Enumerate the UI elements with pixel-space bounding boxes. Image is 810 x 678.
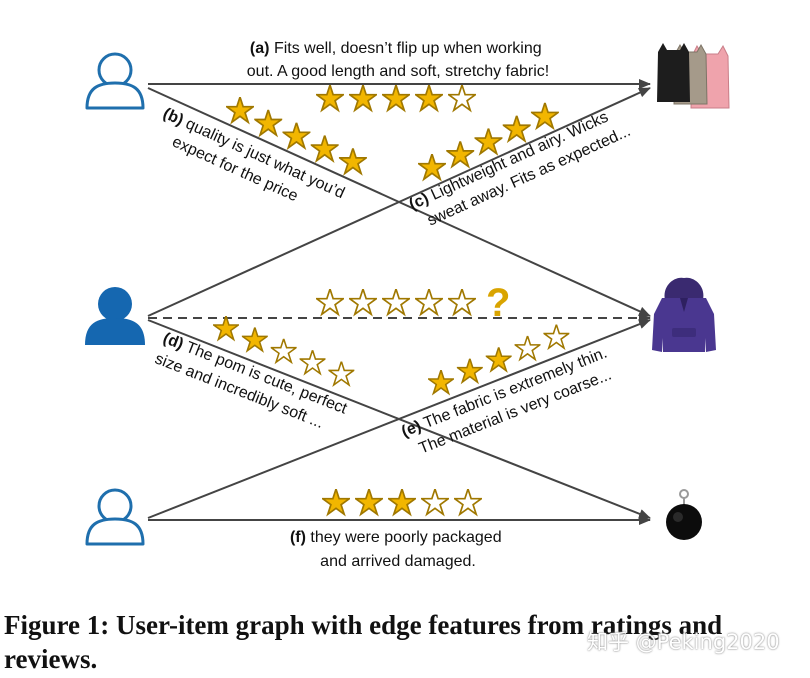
review-a-line1: Fits well, doesn’t flip up when working: [274, 40, 542, 57]
star-filled-icon: [383, 85, 410, 110]
user-outline-icon: [85, 488, 145, 546]
review-f-text: (f) they were poorly packaged and arrive…: [290, 529, 506, 570]
star-empty-icon: [455, 489, 482, 514]
review-e-label: (e): [399, 418, 423, 441]
star-filled-icon: [255, 110, 282, 135]
star-filled-icon: [311, 135, 338, 160]
rating-stars-unknown: [317, 289, 476, 314]
star-empty-icon: [449, 85, 476, 110]
star-filled-icon: [429, 370, 454, 394]
review-f-label: (f): [290, 529, 306, 546]
star-empty-icon: [300, 350, 325, 374]
star-filled-icon: [340, 148, 367, 173]
review-c-label: (c): [407, 190, 432, 214]
user-filled-icon: [85, 287, 145, 345]
star-filled-icon: [317, 85, 344, 110]
tank-tops-icon: [657, 43, 730, 109]
star-filled-icon: [242, 327, 267, 351]
review-a-line2: out. A good length and soft, stretchy fa…: [247, 63, 549, 80]
star-filled-icon: [416, 85, 443, 110]
review-b-text: (b) quality is just what you’d expect fo…: [151, 105, 351, 224]
star-empty-icon: [383, 289, 410, 314]
star-empty-icon: [271, 339, 296, 363]
review-f-line1: they were poorly packaged: [310, 529, 501, 546]
review-f-line2: and arrived damaged.: [320, 553, 476, 570]
star-filled-icon: [447, 141, 474, 166]
star-filled-icon: [227, 97, 254, 122]
star-filled-icon: [350, 85, 377, 110]
star-filled-icon: [457, 359, 482, 383]
star-empty-icon: [416, 289, 443, 314]
star-filled-icon: [389, 489, 416, 514]
star-empty-icon: [449, 289, 476, 314]
star-empty-icon: [329, 361, 354, 385]
star-empty-icon: [317, 289, 344, 314]
edge-user3-hoodie: [147, 319, 651, 519]
star-filled-icon: [283, 123, 310, 148]
rating-stars-f: [323, 489, 482, 514]
review-d-label: (d): [161, 330, 186, 353]
star-empty-icon: [350, 289, 377, 314]
rating-stars-b: [227, 97, 367, 174]
pom-keychain-icon: [666, 489, 702, 540]
hoodie-icon: [652, 277, 716, 352]
review-b-label: (b): [160, 105, 186, 129]
user-item-graph: (a) Fits well, doesn’t flip up when work…: [85, 40, 730, 570]
review-a-label: (a): [250, 40, 270, 57]
star-filled-icon: [532, 103, 559, 128]
figure-caption: Figure 1: User-item graph with edge feat…: [4, 610, 723, 674]
watermark-text: 知乎 @Peking2020: [587, 630, 780, 654]
star-empty-icon: [422, 489, 449, 514]
user-outline-icon: [85, 52, 145, 110]
rating-stars-a: [317, 85, 476, 110]
review-c-text: (c) Lightweight and airy. Wicks sweat aw…: [407, 103, 634, 234]
unknown-rating-question-mark: ?: [486, 281, 510, 325]
star-filled-icon: [486, 347, 511, 371]
edges: [147, 79, 651, 525]
star-filled-icon: [419, 154, 446, 179]
edge-user2-tanktops: [147, 87, 651, 317]
star-filled-icon: [356, 489, 383, 514]
star-filled-icon: [503, 116, 530, 141]
star-filled-icon: [323, 489, 350, 514]
star-filled-icon: [475, 128, 502, 153]
star-empty-icon: [544, 325, 569, 349]
star-filled-icon: [214, 316, 239, 340]
review-a-text: (a) Fits well, doesn’t flip up when work…: [247, 40, 549, 80]
review-e-text: (e) The fabric is extremely thin. The ma…: [399, 343, 622, 461]
star-empty-icon: [515, 336, 540, 360]
